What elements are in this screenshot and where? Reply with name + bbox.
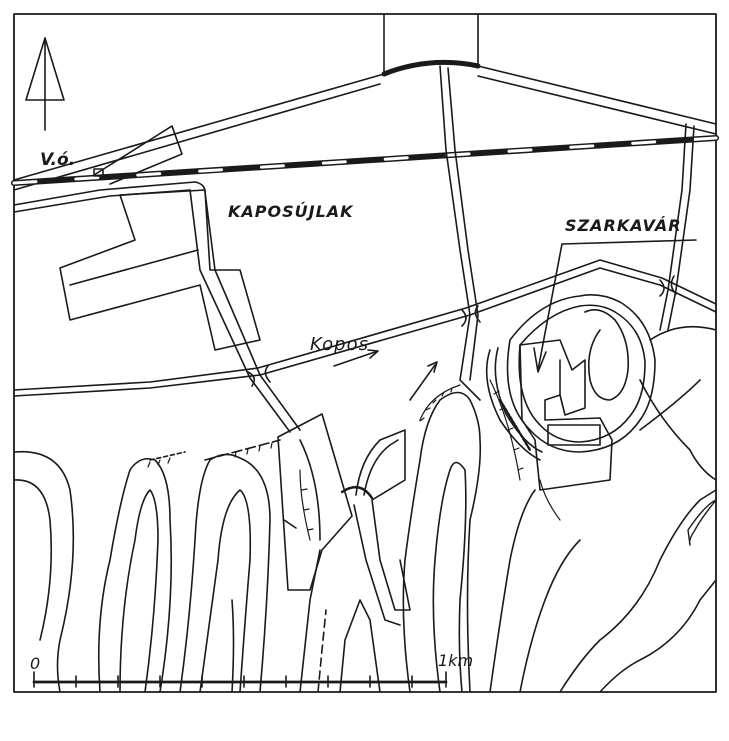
scale-bar (32, 671, 448, 688)
excavation-area-szarkavar (519, 339, 613, 491)
village-road (69, 249, 199, 286)
station-label: V.ó. (40, 150, 76, 170)
scale-end-label: 1km (438, 651, 474, 670)
railway (11, 135, 719, 186)
village-block (59, 189, 261, 351)
map-frame (13, 13, 717, 693)
terrain-contours (13, 325, 717, 693)
valley-stream (317, 429, 411, 693)
station-building (93, 125, 183, 185)
river-kapos (13, 259, 717, 397)
road-middle-2 (447, 67, 479, 381)
terrace-edges (147, 379, 561, 541)
north-arrow-icon (25, 37, 65, 131)
road-middle (439, 65, 481, 401)
szarkavar-earthwork (485, 294, 701, 461)
flow-arrow-icon (333, 349, 438, 401)
river-label: Kopos (310, 334, 369, 355)
site-pointer (533, 239, 697, 373)
site-label: SZARKAVÁR (565, 216, 682, 235)
village-label: KAPOSÚJLAK (228, 202, 354, 221)
excavation-area-west (277, 413, 353, 591)
top-road (13, 13, 717, 191)
road-west (13, 181, 301, 431)
road-west-2 (13, 189, 291, 433)
scale-start-label: 0 (30, 654, 41, 673)
